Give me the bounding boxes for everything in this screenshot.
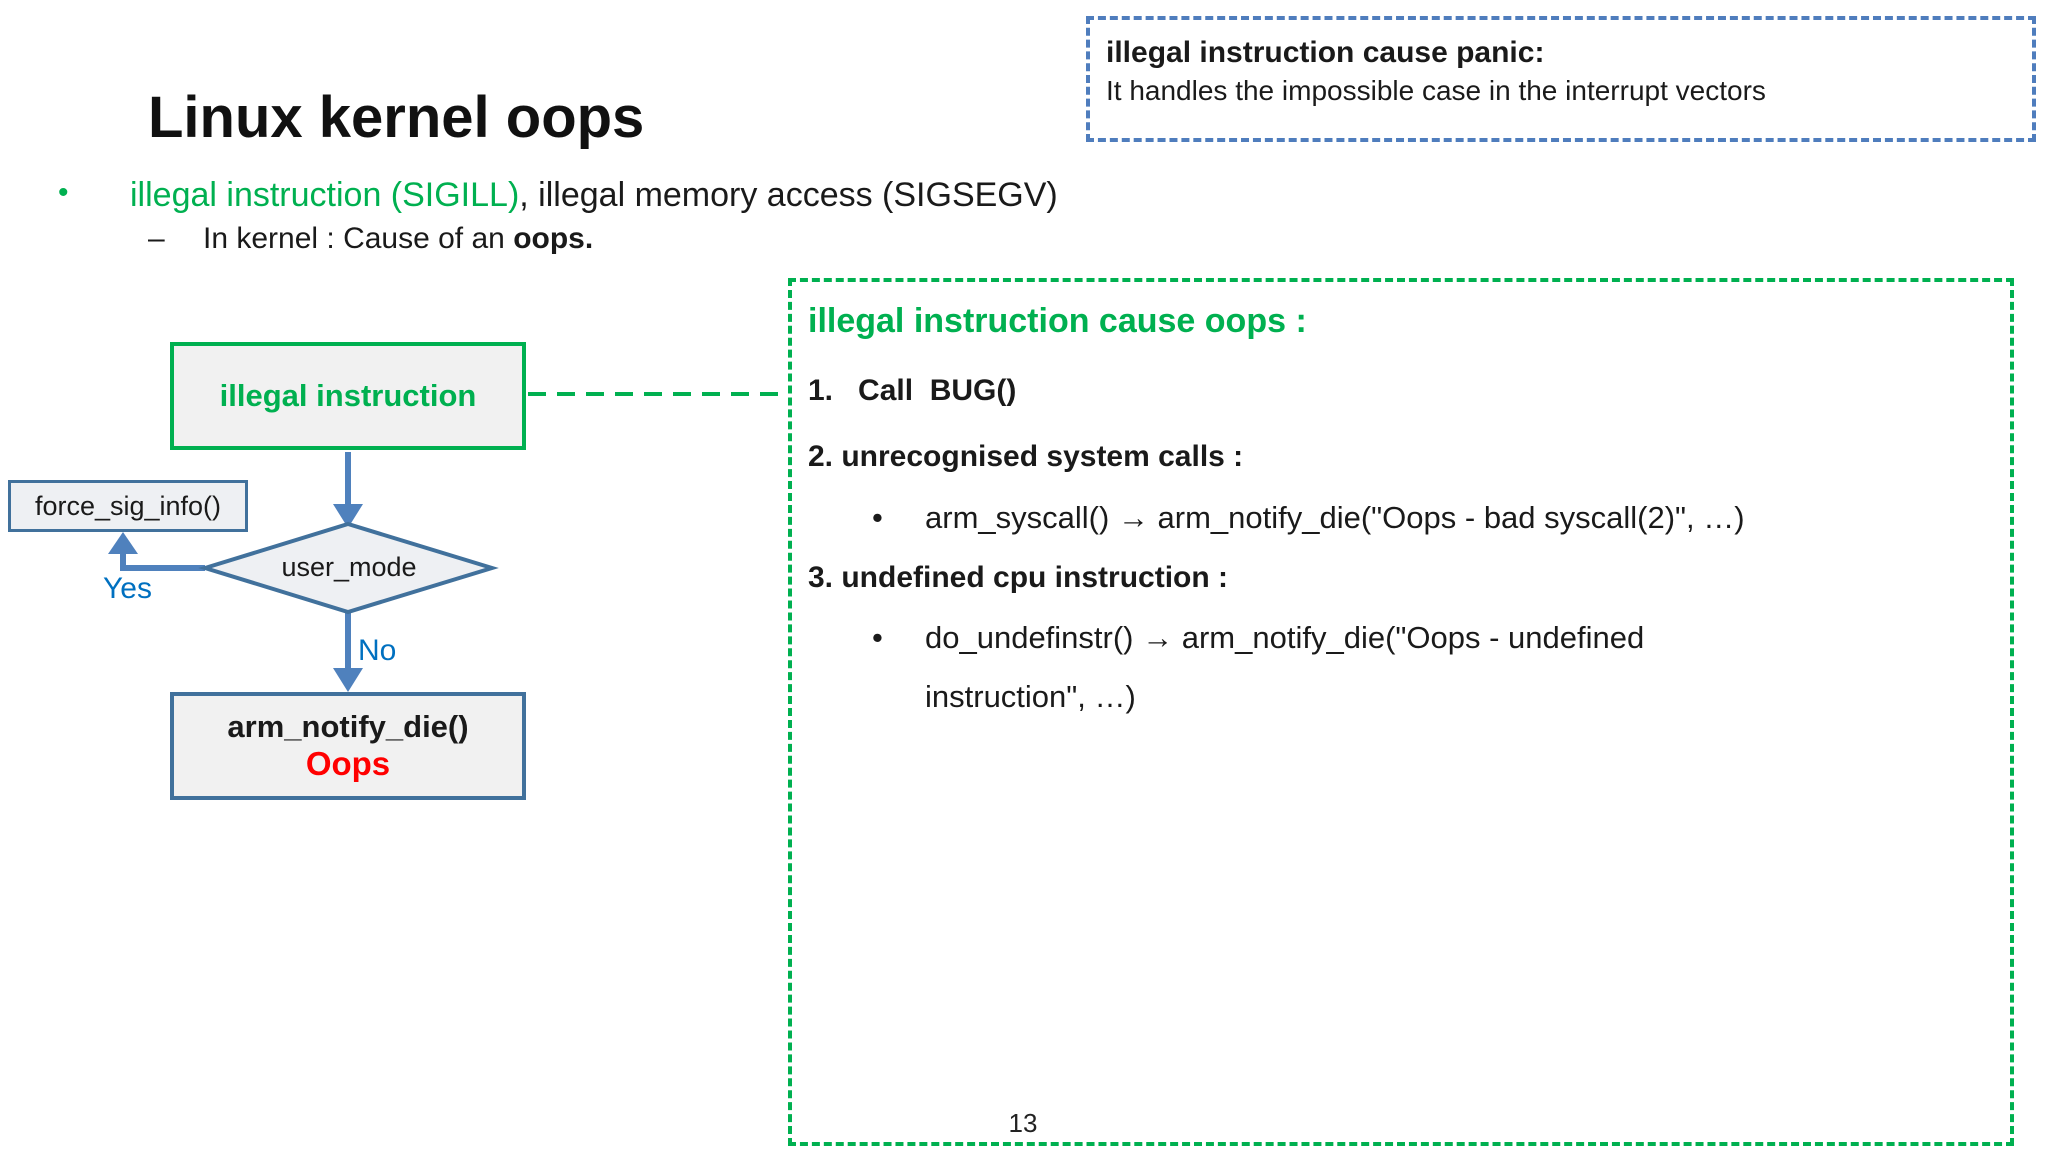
arrow-yes bbox=[120, 552, 205, 571]
oops-item-1: 1. Call BUG() bbox=[808, 374, 1017, 407]
oops-item-3-bullet-text: do_undefinstr() → arm_notify_die("Oops -… bbox=[925, 620, 1645, 655]
slide-title: Linux kernel oops bbox=[148, 85, 645, 150]
panic-note-title: illegal instruction cause panic: bbox=[1106, 36, 1545, 69]
bullet-icon: • bbox=[872, 500, 883, 535]
flow-decision-user-mode: user_mode bbox=[281, 552, 417, 582]
oops-item-2-bullet: • arm_syscall() → arm_notify_die("Oops - … bbox=[872, 500, 1745, 536]
sub-bullet-bold-text: oops. bbox=[513, 222, 594, 255]
arrowhead-up-yes bbox=[108, 532, 138, 554]
no-branch-label: No bbox=[358, 634, 397, 667]
oops-item-2-bullet-text: arm_syscall() → arm_notify_die("Oops - b… bbox=[925, 500, 1745, 535]
bullet-icon: • bbox=[58, 176, 69, 209]
bullet-icon: • bbox=[872, 620, 883, 655]
arrowhead-down-no bbox=[333, 668, 363, 692]
oops-item-2: 2. unrecognised system calls : bbox=[808, 440, 1244, 473]
flow-node-arm-notify-die: arm_notify_die() Oops bbox=[170, 692, 526, 800]
flow-node-illegal-instruction: illegal instruction bbox=[170, 342, 526, 450]
bullet-black-text: , illegal memory access (SIGSEGV) bbox=[519, 176, 1058, 214]
flow-node-illegal-instruction-label: illegal instruction bbox=[219, 378, 477, 413]
oops-note-box: illegal instruction cause oops : 1. Call… bbox=[788, 278, 2014, 1146]
oops-item-3-bullet: • do_undefinstr() → arm_notify_die("Oops … bbox=[872, 620, 1644, 656]
bullet-green-text: illegal instruction (SIGILL) bbox=[130, 176, 520, 214]
panic-note-body: It handles the impossible case in the in… bbox=[1106, 74, 1766, 106]
flow-node-arm-notify-die-label: arm_notify_die() bbox=[227, 709, 469, 745]
arrowhead-down-1 bbox=[333, 504, 363, 528]
flow-node-force-sig-info-label: force_sig_info() bbox=[34, 490, 222, 521]
oops-item-3-bullet-continuation: instruction", …) bbox=[925, 679, 1136, 714]
bullet-illegal-instruction: • illegal instruction (SIGILL), illegal m… bbox=[58, 176, 1058, 215]
sub-bullet-in-kernel: – In kernel : Cause of an oops. bbox=[148, 222, 593, 256]
flow-node-force-sig-info: force_sig_info() bbox=[8, 480, 248, 532]
oops-note-title: illegal instruction cause oops : bbox=[808, 302, 1307, 340]
oops-item-3: 3. undefined cpu instruction : bbox=[808, 561, 1228, 594]
sub-bullet-text: In kernel : Cause of an bbox=[203, 222, 514, 255]
dash-bullet-icon: – bbox=[148, 222, 165, 255]
flow-node-oops-label: Oops bbox=[305, 744, 391, 782]
page-number: 13 bbox=[1008, 1108, 1038, 1138]
panic-note-box: illegal instruction cause panic: It hand… bbox=[1086, 16, 2036, 142]
yes-branch-label: Yes bbox=[103, 572, 152, 605]
